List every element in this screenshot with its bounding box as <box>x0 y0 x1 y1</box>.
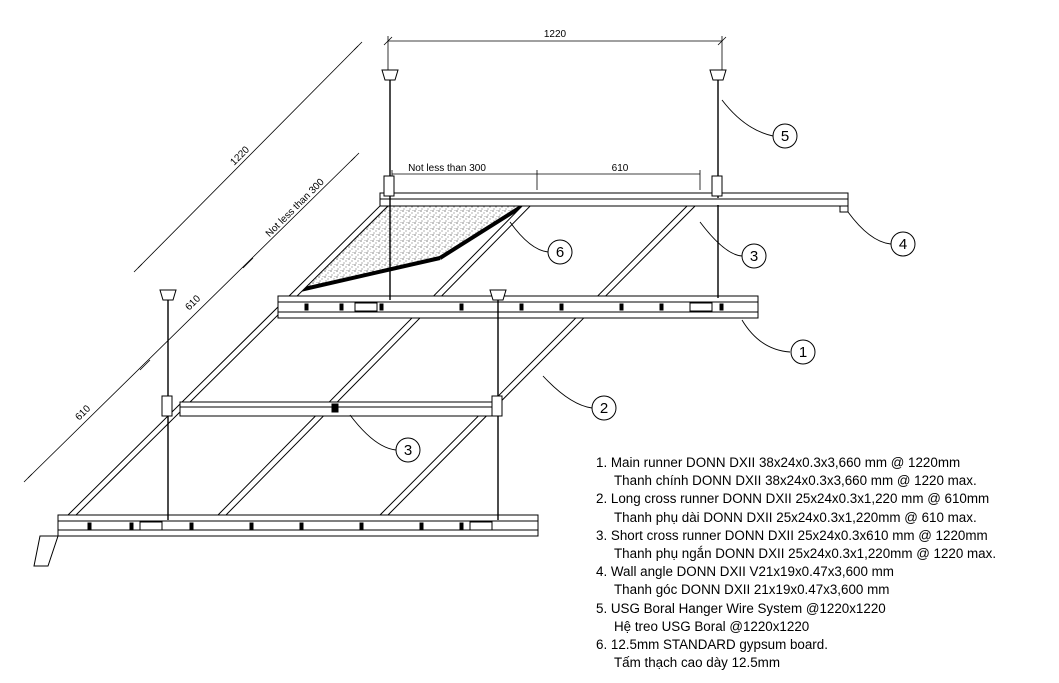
legend-item-4: 4. Wall angle DONN DXII V21x19x0.47x3,60… <box>596 563 1056 599</box>
legend-item-3-en: 3. Short cross runner DONN DXII 25x24x0.… <box>596 527 988 543</box>
callout-leaders <box>349 99 892 451</box>
legend-item-4-vi: Thanh góc DONN DXII 21x19x0.47x3,600 mm <box>614 582 890 598</box>
dim-top-1220: 1220 <box>544 29 567 40</box>
gypsum-board <box>298 199 534 291</box>
legend-item-3: 3. Short cross runner DONN DXII 25x24x0.… <box>596 527 1056 563</box>
legend-item-3-vi: Thanh phụ ngắn DONN DXII 25x24x0.3x1,220… <box>614 546 997 562</box>
long-cross-runners <box>66 192 710 516</box>
callout-1: 1 <box>790 339 816 365</box>
svg-text:4: 4 <box>899 236 907 253</box>
legend-item-5: 5. USG Boral Hanger Wire System @1220x12… <box>596 600 1056 636</box>
dimension-lines <box>23 36 727 483</box>
callout-2: 2 <box>591 395 617 421</box>
callout-3-lower: 3 <box>395 437 421 463</box>
svg-text:5: 5 <box>781 128 789 145</box>
svg-text:3: 3 <box>750 248 758 265</box>
legend-item-1: 1. Main runner DONN DXII 38x24x0.3x3,660… <box>596 454 1056 490</box>
legend-item-5-vi: Hệ treo USG Boral @1220x1220 <box>614 618 810 634</box>
legend-item-6-vi: Tấm thạch cao dày 12.5mm <box>614 655 780 671</box>
svg-text:1: 1 <box>799 344 807 361</box>
callout-4: 4 <box>890 231 916 257</box>
gypsum-board-edge <box>299 256 441 292</box>
main-runner-middle <box>277 295 759 319</box>
legend-item-1-vi: Thanh chính DONN DXII 38x24x0.3x3,660 mm… <box>614 473 977 489</box>
wall-angle <box>379 192 849 213</box>
svg-text:2: 2 <box>600 400 608 417</box>
dim-diag-610-upper: 610 <box>183 293 203 313</box>
short-cross-runner <box>179 401 501 417</box>
legend-item-2: 2. Long cross runner DONN DXII 25x24x0.3… <box>596 490 1056 526</box>
hanger-anchors <box>159 69 727 417</box>
callout-6: 6 <box>547 239 573 265</box>
svg-text:6: 6 <box>556 244 564 261</box>
main-runner-bottom <box>33 514 539 567</box>
dim-top-610: 610 <box>612 163 629 174</box>
legend-item-6-en: 6. 12.5mm STANDARD gypsum board. <box>596 637 828 653</box>
callout-3-upper: 3 <box>741 243 767 269</box>
legend-item-6: 6. 12.5mm STANDARD gypsum board. Tấm thạ… <box>596 636 1056 672</box>
svg-text:3: 3 <box>404 442 412 459</box>
dim-top-not-less: Not less than 300 <box>408 163 486 174</box>
legend-item-4-en: 4. Wall angle DONN DXII V21x19x0.47x3,60… <box>596 564 894 580</box>
dim-diag-not-less: Not less than 300 <box>264 177 327 240</box>
legend: 1. Main runner DONN DXII 38x24x0.3x3,660… <box>596 454 1056 672</box>
callout-5: 5 <box>772 123 798 149</box>
legend-item-1-en: 1. Main runner DONN DXII 38x24x0.3x3,660… <box>596 455 961 470</box>
legend-item-2-en: 2. Long cross runner DONN DXII 25x24x0.3… <box>596 491 990 507</box>
legend-item-5-en: 5. USG Boral Hanger Wire System @1220x12… <box>596 600 886 616</box>
legend-item-2-vi: Thanh phụ dài DONN DXII 25x24x0.3x1,220m… <box>614 509 977 525</box>
dim-diag-610-lower: 610 <box>73 403 93 423</box>
